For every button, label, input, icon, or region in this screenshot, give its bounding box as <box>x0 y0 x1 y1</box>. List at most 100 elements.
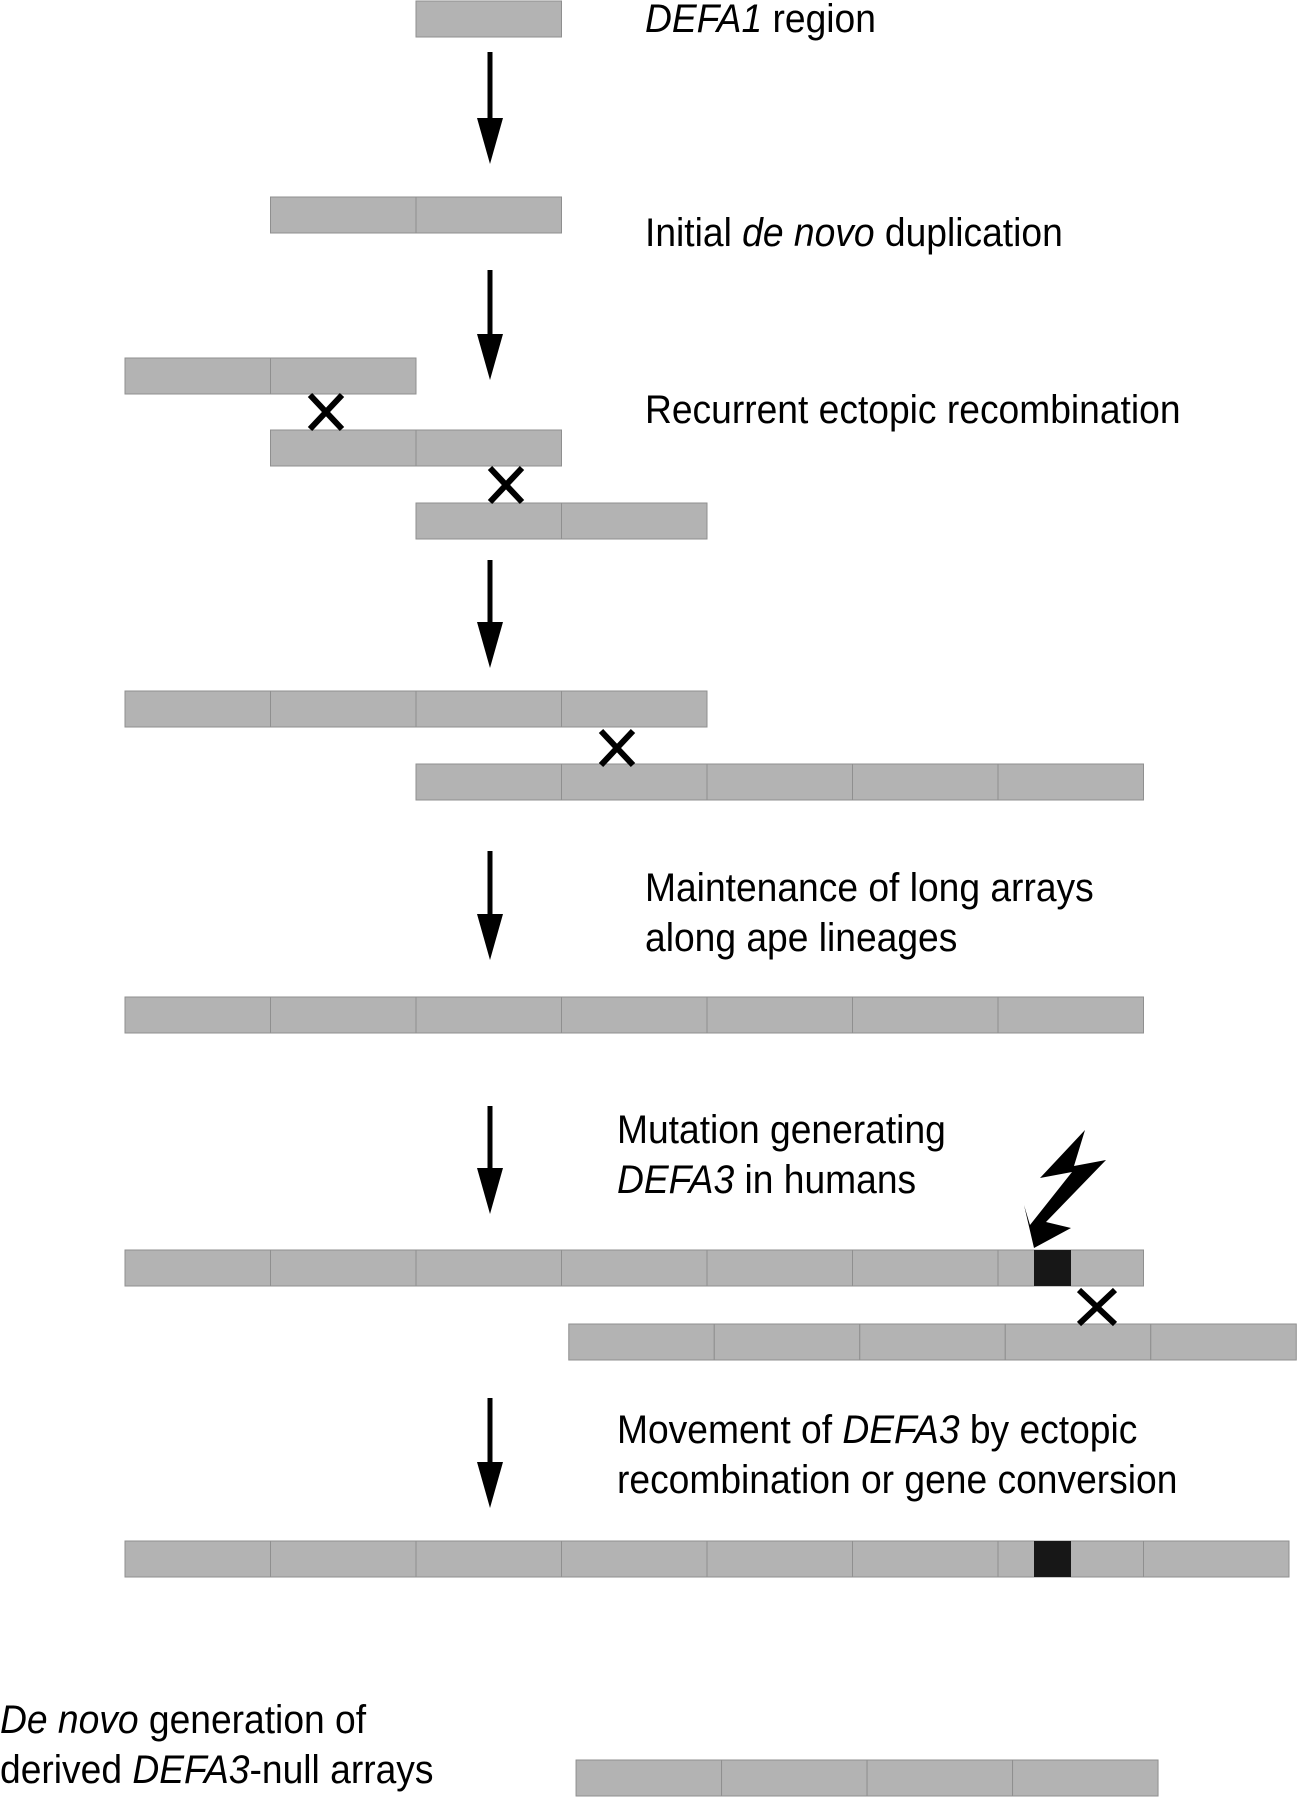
gene-block <box>561 1540 708 1578</box>
gene-block <box>852 1249 999 1287</box>
label-line: Recurrent ectopic recombination <box>645 385 1181 435</box>
label-maintenance: Maintenance of long arrays along ape line… <box>645 863 1094 963</box>
gene-block <box>713 1323 861 1361</box>
gene-block <box>997 996 1144 1034</box>
array-recomb2-array-b <box>415 763 1144 801</box>
crossover-x-1 <box>307 392 345 432</box>
gene-block <box>852 763 999 801</box>
gene-block <box>124 357 271 395</box>
label-line: Maintenance of long arrays <box>645 863 1094 913</box>
down-arrow-head <box>477 1168 503 1214</box>
label-line: Movement of DEFA3 by ectopic <box>617 1405 1177 1455</box>
gene-block <box>568 1323 715 1361</box>
down-arrow-head <box>477 1462 503 1508</box>
label-initial-duplication: Initial de novo duplication <box>645 208 1063 258</box>
gene-block <box>270 1540 417 1578</box>
gene-block <box>124 690 271 728</box>
label-text: derived <box>0 1748 133 1792</box>
gene-block <box>859 1323 1006 1361</box>
gene-block <box>1004 1323 1152 1361</box>
label-line: derived DEFA3-null arrays <box>0 1745 433 1795</box>
array-recomb2-array-a <box>124 690 708 728</box>
crossover-x-2 <box>487 465 525 505</box>
gene-block <box>866 1759 1014 1797</box>
gene-block <box>270 357 417 395</box>
array-duplicated-pair <box>270 196 562 234</box>
gene-block <box>415 429 562 467</box>
array-moved-array <box>124 1540 1290 1578</box>
italic-term: DEFA1 <box>645 0 763 41</box>
crossover-x-4 <box>1076 1287 1118 1327</box>
label-recurrent-recombination: Recurrent ectopic recombination <box>645 385 1181 435</box>
label-text: Mutation generating <box>617 1108 946 1152</box>
array-defa1-single <box>415 0 562 38</box>
italic-term: DEFA3 <box>617 1158 735 1202</box>
label-line: recombination or gene conversion <box>617 1455 1177 1505</box>
array-recomb-array-a <box>124 357 417 395</box>
gene-block <box>270 196 417 234</box>
defa3-mutation-block <box>1034 1250 1071 1286</box>
gene-block <box>997 763 1144 801</box>
array-mutated-array <box>124 1249 1144 1287</box>
gene-block <box>706 763 853 801</box>
gene-block <box>415 690 562 728</box>
gene-block <box>270 996 417 1034</box>
label-line: DEFA1 region <box>645 0 876 44</box>
gene-block <box>561 1249 708 1287</box>
italic-term: De novo <box>0 1698 139 1742</box>
label-text: along ape lineages <box>645 916 958 960</box>
gene-block <box>415 1249 562 1287</box>
gene-block <box>270 690 417 728</box>
label-line: De novo generation of <box>0 1695 433 1745</box>
gene-block <box>124 996 271 1034</box>
label-text: Maintenance of long arrays <box>645 866 1094 910</box>
gene-block <box>575 1759 723 1797</box>
label-line: Initial de novo duplication <box>645 208 1063 258</box>
label-line: along ape lineages <box>645 913 1094 963</box>
gene-block <box>561 996 708 1034</box>
down-arrow-head <box>477 914 503 960</box>
label-text: by ectopic <box>959 1408 1138 1452</box>
defa3-mutation-block <box>1034 1541 1071 1577</box>
label-text: duplication <box>874 211 1063 255</box>
down-arrow-head <box>477 622 503 668</box>
crossover-x-3 <box>598 728 636 768</box>
gene-block <box>1150 1323 1297 1361</box>
label-text: in humans <box>734 1158 917 1202</box>
gene-block <box>561 502 708 540</box>
gene-block <box>415 0 562 38</box>
label-text: generation of <box>138 1698 367 1742</box>
gene-block <box>415 763 562 801</box>
gene-block <box>1143 1540 1290 1578</box>
label-text: -null arrays <box>249 1748 434 1792</box>
label-line: Mutation generating <box>617 1105 946 1155</box>
italic-term: de novo <box>742 211 875 255</box>
italic-term: DEFA3 <box>132 1748 250 1792</box>
label-defa1-region: DEFA1 region <box>645 0 876 44</box>
label-text: Movement of <box>617 1408 843 1452</box>
array-recomb-array-c <box>415 502 708 540</box>
gene-block <box>721 1759 868 1797</box>
gene-block <box>270 1249 417 1287</box>
gene-block <box>270 429 417 467</box>
gene-block <box>415 502 562 540</box>
lightning-bolt-icon <box>1024 1130 1106 1248</box>
label-line: DEFA3 in humans <box>617 1155 946 1205</box>
gene-block <box>852 996 999 1034</box>
label-text: region <box>762 0 876 41</box>
down-arrow-head <box>477 118 503 164</box>
array-recomb-array-b <box>270 429 562 467</box>
gene-block <box>561 690 708 728</box>
gene-block <box>415 196 562 234</box>
label-text: recombination or gene conversion <box>617 1458 1178 1502</box>
gene-block <box>852 1540 999 1578</box>
gene-block <box>706 996 853 1034</box>
italic-term: DEFA3 <box>842 1408 960 1452</box>
gene-block <box>706 1249 853 1287</box>
label-text: Recurrent ectopic recombination <box>645 388 1181 432</box>
gene-block <box>561 763 708 801</box>
